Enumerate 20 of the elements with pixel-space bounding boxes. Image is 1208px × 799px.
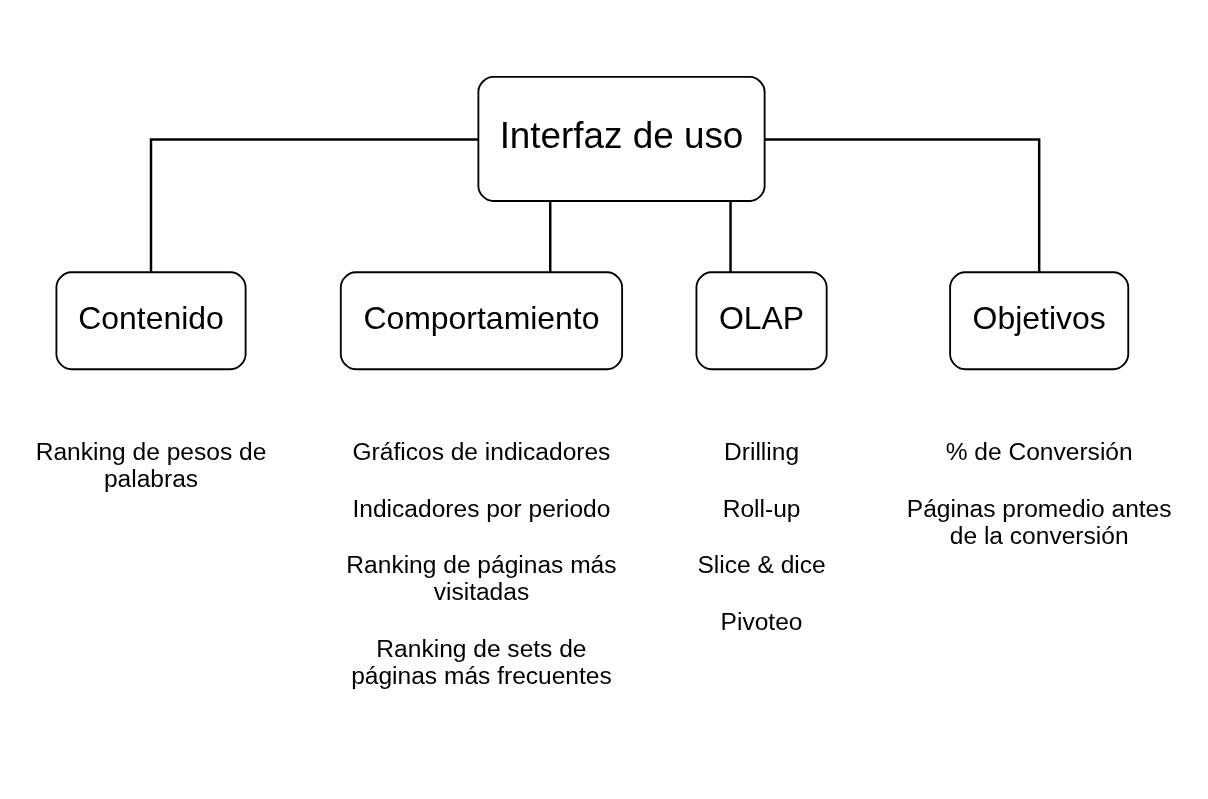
- node-label: Indicadores por periodo: [352, 494, 611, 522]
- node-label: Slice & dice: [697, 550, 826, 578]
- node-label: Ranking de pesos de palabras: [35, 437, 267, 492]
- node-label: Pivoteo: [720, 607, 803, 635]
- node-label: Roll-up: [722, 494, 801, 522]
- connector: [729, 200, 732, 272]
- node-label: Ranking de páginas más visitadas: [346, 550, 617, 605]
- node-label: Ranking de sets de páginas más frecuentes: [351, 634, 612, 689]
- node-box: Comportamiento: [339, 270, 624, 370]
- node-label: Páginas promedio antes de la conversión: [906, 494, 1172, 549]
- node-label: Gráficos de indicadores: [352, 437, 611, 465]
- node-box: OLAP: [695, 270, 828, 370]
- node-label: % de Conversión: [945, 437, 1133, 465]
- connector: [549, 200, 552, 272]
- node-box: Contenido: [55, 270, 247, 370]
- connector: [149, 137, 479, 272]
- connector: [764, 137, 1041, 272]
- node-label: Drilling: [724, 437, 800, 465]
- node-box: Objetivos: [949, 270, 1130, 370]
- node-box: Interfaz de uso: [477, 75, 766, 202]
